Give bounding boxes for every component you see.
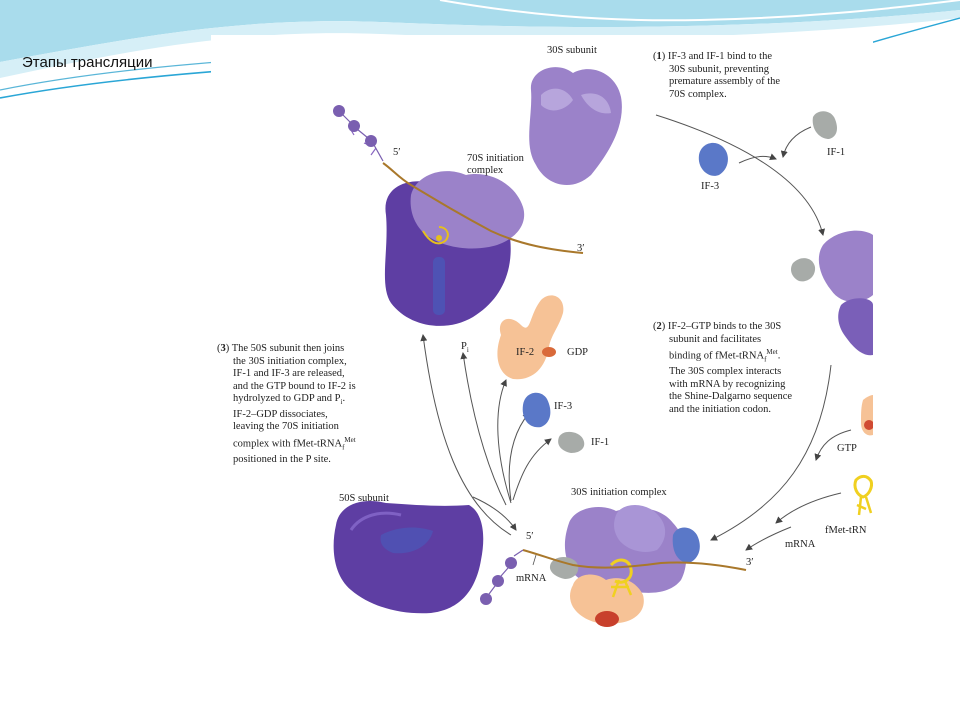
step1-text: (1) IF-3 and IF-1 bind to the 30S subuni… xyxy=(653,51,781,100)
trna-arrow xyxy=(775,492,842,524)
cycle-arrow-step1 xyxy=(655,114,825,236)
if3-released xyxy=(522,392,551,428)
phosphate-b3 xyxy=(480,593,492,605)
step2-text: (2) IF-2–GTP binds to the 30S subunit an… xyxy=(653,321,793,415)
cycle-arrow-step3 xyxy=(420,334,512,536)
phosphate-b1 xyxy=(505,557,517,569)
label-if1-released: IF-1 xyxy=(591,437,610,448)
if1-protein-top xyxy=(812,111,837,139)
if1-released xyxy=(558,431,585,453)
if2-gdp-released xyxy=(497,295,564,380)
release-arrow-pi xyxy=(460,352,507,506)
label-30s-initiation-complex: 30S initiation complex xyxy=(571,487,667,498)
step3-text: (3) The 50S subunit then joins the 30S i… xyxy=(217,343,356,465)
translation-initiation-figure: 30S subunit (1) IF-3 and IF-1 bind to th… xyxy=(211,35,873,627)
slide-title: Этапы трансляции xyxy=(22,54,153,71)
label-gdp: GDP xyxy=(567,347,589,358)
gtp-arrow xyxy=(814,429,852,461)
mrna-strand-top xyxy=(382,162,584,254)
label-5prime-top: 5′ xyxy=(393,147,401,158)
label-mrna-right: mRNA xyxy=(785,539,816,550)
release-arrow-if3 xyxy=(508,412,530,502)
label-if3-top: IF-3 xyxy=(701,181,720,192)
mrna-arrow xyxy=(745,526,792,551)
complex-30s-initiation xyxy=(549,504,700,627)
subunit-30s-top xyxy=(529,67,622,186)
label-5prime-bottom: 5′ xyxy=(526,531,534,542)
complex-70s xyxy=(384,171,525,326)
mrna-strand-bottom xyxy=(522,549,747,571)
if1-arrow xyxy=(780,126,812,158)
release-arrow-if1 xyxy=(512,438,552,501)
release-arrow-if2 xyxy=(497,379,512,504)
subunit-50s xyxy=(333,501,484,614)
diagram-canvas xyxy=(333,67,873,627)
label-fmet-trna: fMet-tRN xyxy=(825,525,867,536)
fmet-trna-right xyxy=(853,474,873,516)
label-70s-complex: 70S initiation complex xyxy=(467,153,524,177)
label-pi: Pi xyxy=(461,341,469,355)
label-3prime-top: 3′ xyxy=(577,243,585,254)
label-phosphate-1: P xyxy=(325,103,329,111)
label-30s-subunit: 30S subunit xyxy=(547,45,597,56)
label-if3-released: IF-3 xyxy=(554,401,573,412)
subunit-30s-right xyxy=(791,230,873,356)
label-if2: IF-2 xyxy=(516,347,535,358)
if3-arrow xyxy=(738,153,777,164)
label-gtp: GTP xyxy=(837,443,857,454)
join-arrow-50s xyxy=(472,496,517,531)
phosphate-b2 xyxy=(492,575,504,587)
if3-protein-top xyxy=(698,142,728,176)
label-mrna-left: mRNA xyxy=(516,573,547,584)
label-3prime-bottom: 3′ xyxy=(746,557,754,568)
label-if1-top: IF-1 xyxy=(827,147,846,158)
label-50s-subunit: 50S subunit xyxy=(339,493,389,504)
cycle-arrow-step2 xyxy=(710,364,832,541)
